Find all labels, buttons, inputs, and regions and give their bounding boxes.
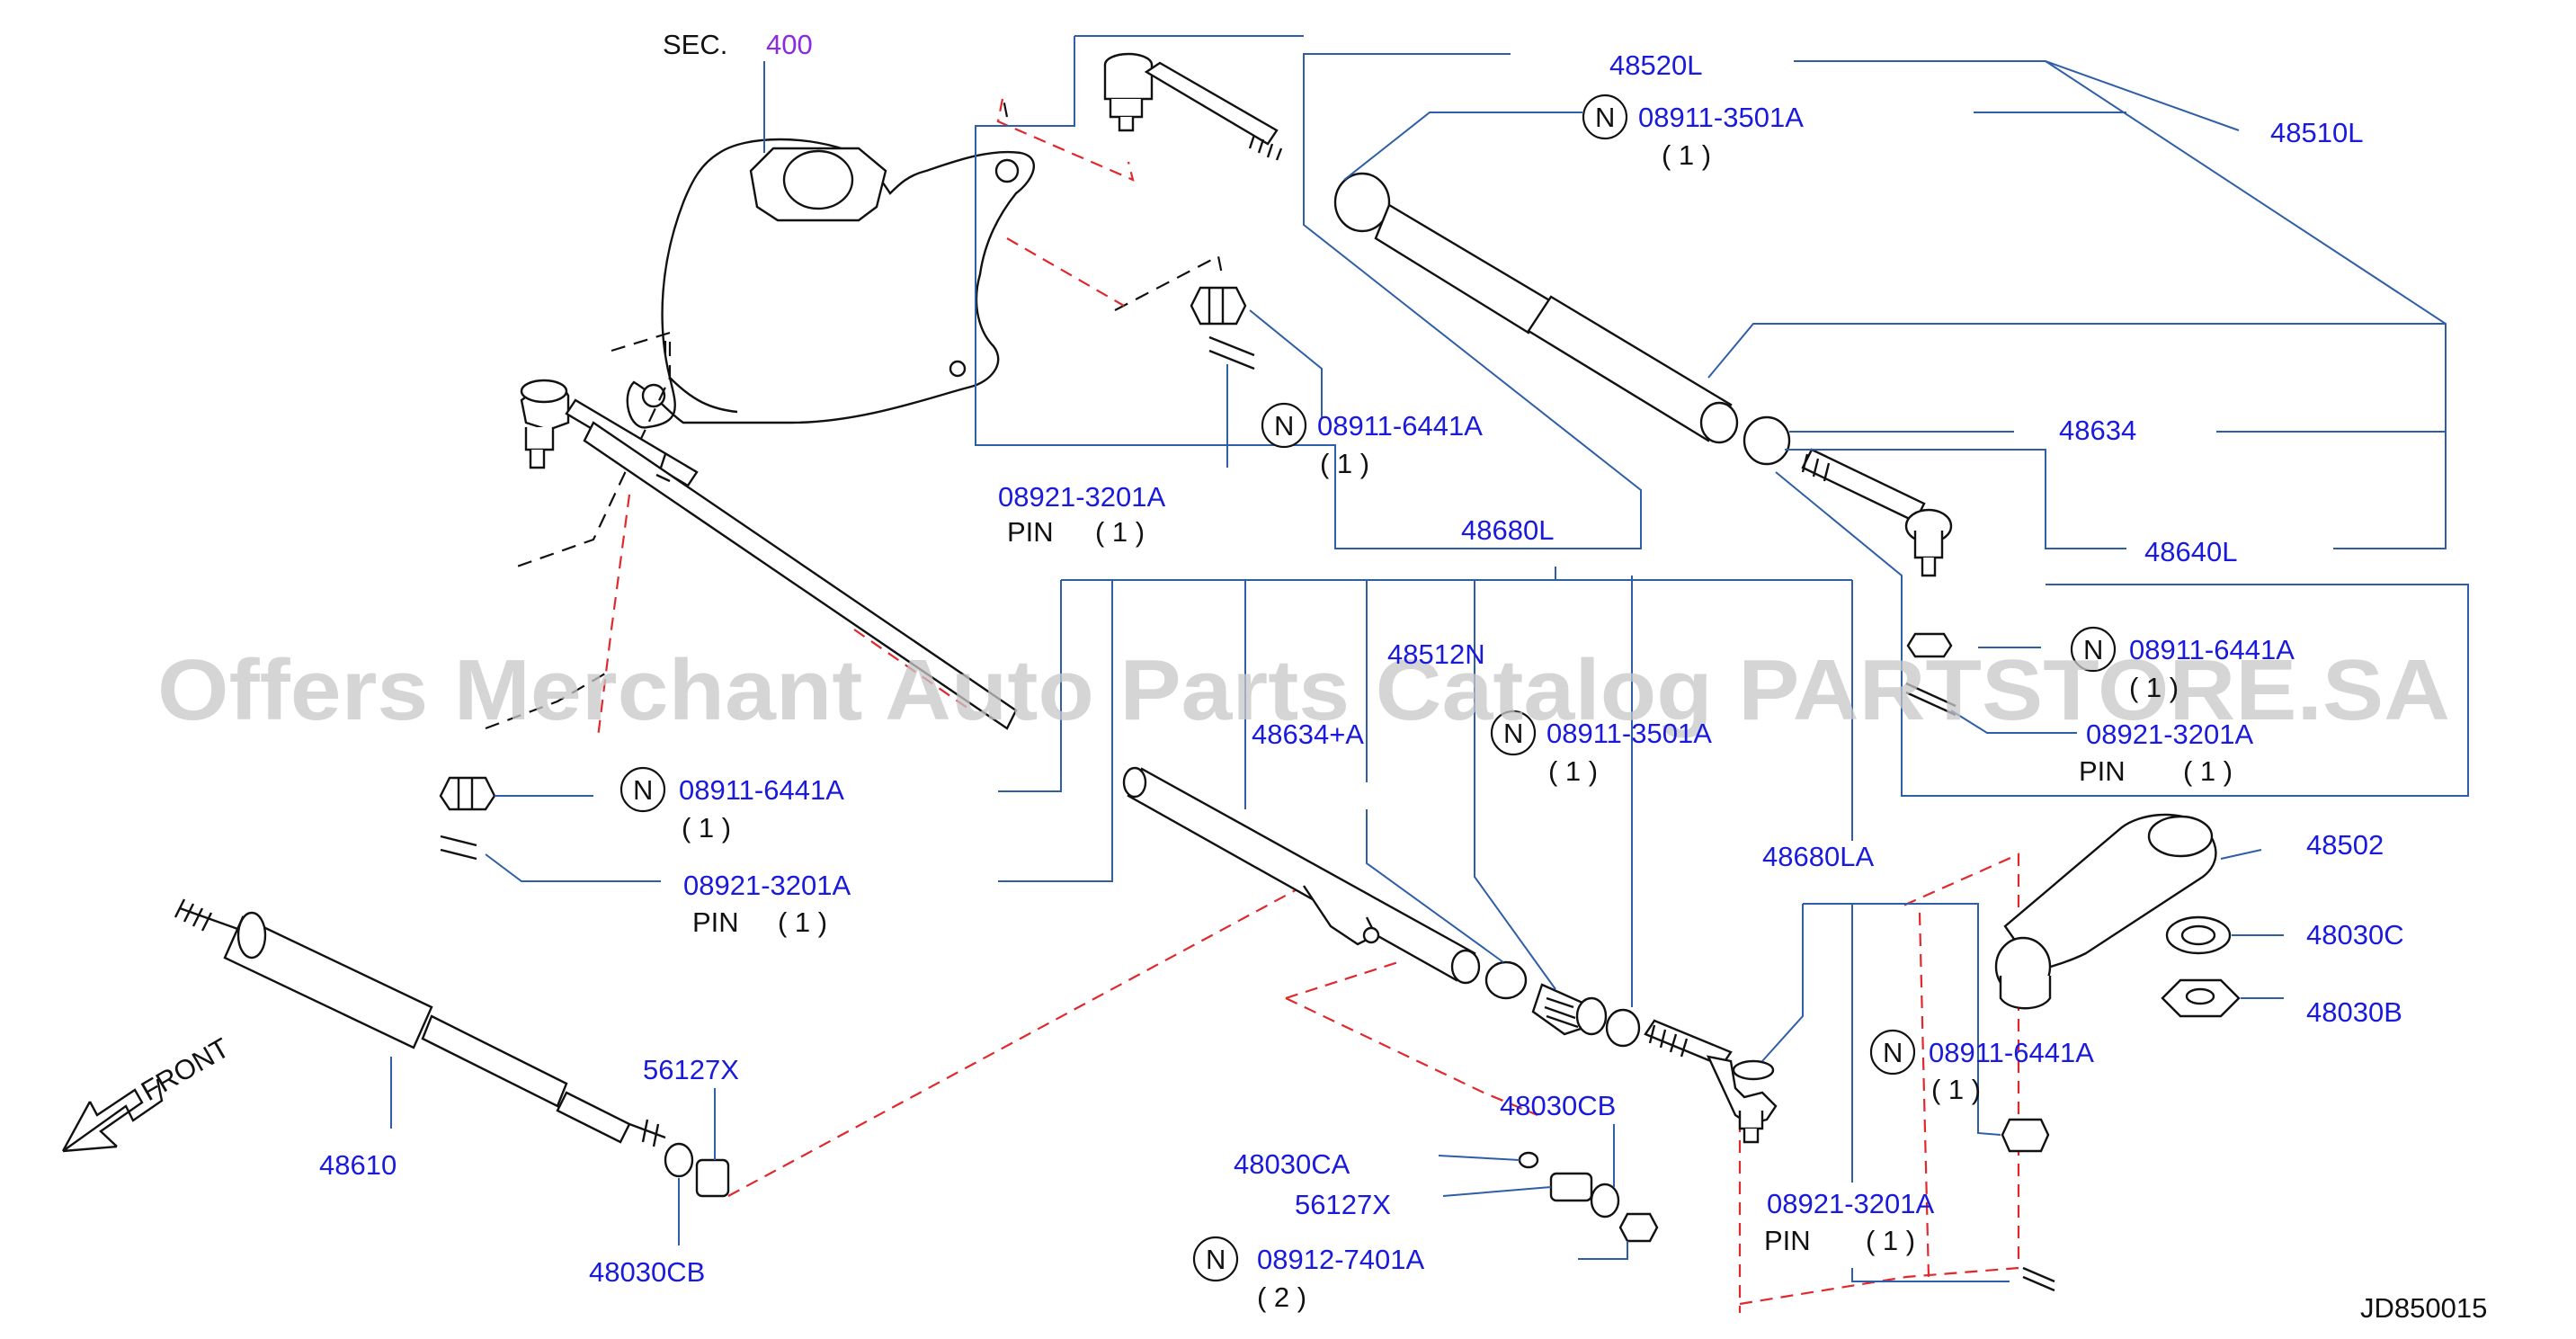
center-tube: [1122, 766, 1481, 985]
n-circle-icon: [1869, 1029, 1916, 1076]
part-label-48030C[interactable]: 48030C: [2306, 919, 2404, 951]
part-label-08911-6441A-left[interactable]: 08911-6441A: [679, 774, 844, 806]
leader-lines: [390, 35, 2469, 1282]
pin-label-left: PIN: [692, 906, 739, 938]
part-label-08911-6441A-lower[interactable]: 08911-6441A: [1929, 1037, 2094, 1068]
part-label-08911-3501A-top[interactable]: 08911-3501A: [1638, 102, 1804, 133]
cross-tube: [583, 421, 1018, 730]
part-label-48640L[interactable]: 48640L: [2144, 536, 2237, 567]
part-label-48510L[interactable]: 48510L: [2270, 117, 2363, 148]
part-label-08921-3201A-right[interactable]: 08921-3201A: [2086, 719, 2253, 750]
part-label-08921-3201A-top[interactable]: 08921-3201A: [998, 481, 1165, 513]
lower-castle-nut: [2001, 1118, 2050, 1153]
part-label-08921-3201A-lower[interactable]: 08921-3201A: [1767, 1188, 1934, 1219]
qty-top: ( 1 ): [1662, 139, 1711, 171]
n-circle-icon: [1582, 94, 1628, 140]
qty-bottom: ( 2 ): [1257, 1281, 1306, 1313]
bottom-small-parts: [1518, 1151, 2055, 1292]
n-symbol: N: [1595, 102, 1615, 133]
part-label-48030CB-mid[interactable]: 48030CB: [1500, 1090, 1616, 1121]
part-label-48610[interactable]: 48610: [319, 1149, 397, 1181]
n-symbol: N: [2083, 634, 2103, 665]
pin-qty-top: ( 1 ): [1095, 516, 1145, 548]
pin-label-right: PIN: [2079, 755, 2126, 787]
steering-gear-housing: [626, 138, 1035, 429]
pin-qty-lower: ( 1 ): [1866, 1225, 1915, 1256]
qty-top2: ( 1 ): [1320, 448, 1369, 479]
left-tie-rod-end: [520, 379, 699, 487]
qty-mid: ( 1 ): [1548, 755, 1598, 787]
pin-qty-right: ( 1 ): [2183, 755, 2233, 787]
n-letters: N N N N N N N: [633, 102, 2103, 1275]
part-label-08911-6441A-right[interactable]: 08911-6441A: [2129, 634, 2295, 665]
part-label-48520L[interactable]: 48520L: [1609, 49, 1702, 81]
lower-tie-rod-end: [1706, 1055, 1778, 1144]
front-arrow-icon: [61, 1078, 164, 1153]
part-label-48680L[interactable]: 48680L: [1461, 514, 1554, 546]
part-label-56127X-mid[interactable]: 56127X: [1295, 1189, 1391, 1220]
n-symbol: N: [1503, 718, 1523, 749]
pitman-nut: [2161, 978, 2241, 1018]
n-symbol: N: [1274, 410, 1294, 442]
pin-label-top: PIN: [1007, 516, 1054, 548]
part-label-48502[interactable]: 48502: [2306, 829, 2384, 861]
front-label: FRONT: [136, 1031, 235, 1107]
right-tie-rod-end: [1801, 448, 1957, 717]
n-symbol: N: [633, 774, 653, 806]
n-circle-icon: [1261, 402, 1307, 449]
sec-label: SEC.: [663, 29, 727, 60]
part-label-08911-6441A-top[interactable]: 08911-6441A: [1317, 410, 1483, 442]
top-castle-nut: [1190, 286, 1255, 370]
pin-label-lower: PIN: [1764, 1225, 1811, 1256]
part-label-08912-7401A[interactable]: 08912-7401A: [1257, 1244, 1424, 1275]
pin-qty-left: ( 1 ): [778, 906, 827, 938]
n-symbols: [619, 94, 2117, 1282]
steering-damper: [174, 898, 730, 1198]
part-label-48030B[interactable]: 48030B: [2306, 996, 2402, 1028]
n-symbol: N: [1206, 1244, 1226, 1275]
sec-number-link[interactable]: 400: [766, 29, 813, 60]
diagram-code: JD850015: [2360, 1292, 2487, 1324]
qty-right: ( 1 ): [2129, 672, 2179, 703]
lock-washer: [2165, 915, 2232, 955]
part-label-56127X-left[interactable]: 56127X: [643, 1054, 739, 1085]
pitman-arm: [1994, 813, 2217, 1010]
left-castle-nut: [439, 776, 496, 861]
n-circle-icon: [1192, 1236, 1239, 1282]
watermark: Offers Merchant Auto Parts Catalog PARTS…: [157, 642, 2450, 738]
part-label-08911-3501A-mid[interactable]: 08911-3501A: [1546, 718, 1712, 749]
part-label-48030CB-left[interactable]: 48030CB: [589, 1256, 705, 1288]
n-circle-icon: [1490, 710, 1537, 756]
part-label-48634[interactable]: 48634: [2059, 415, 2136, 446]
upper-tie-rod-end: [1103, 52, 1283, 161]
part-label-48512N[interactable]: 48512N: [1387, 638, 1485, 670]
part-label-48680LA[interactable]: 48680LA: [1762, 841, 1874, 872]
n-circle-icon: [2070, 626, 2117, 673]
n-circle-icon: [619, 766, 666, 813]
part-label-48030CA[interactable]: 48030CA: [1234, 1148, 1350, 1180]
qty-left: ( 1 ): [682, 812, 731, 844]
hidden-lines: [485, 94, 1225, 730]
part-label-48634-A[interactable]: 48634+A: [1252, 719, 1364, 750]
upper-sleeve: [1333, 172, 1791, 466]
n-symbol: N: [1883, 1037, 1903, 1068]
middle-sleeve-parts: [1484, 960, 1733, 1067]
part-label-08921-3201A-left[interactable]: 08921-3201A: [683, 870, 851, 901]
qty-lower: ( 1 ): [1931, 1074, 1981, 1105]
